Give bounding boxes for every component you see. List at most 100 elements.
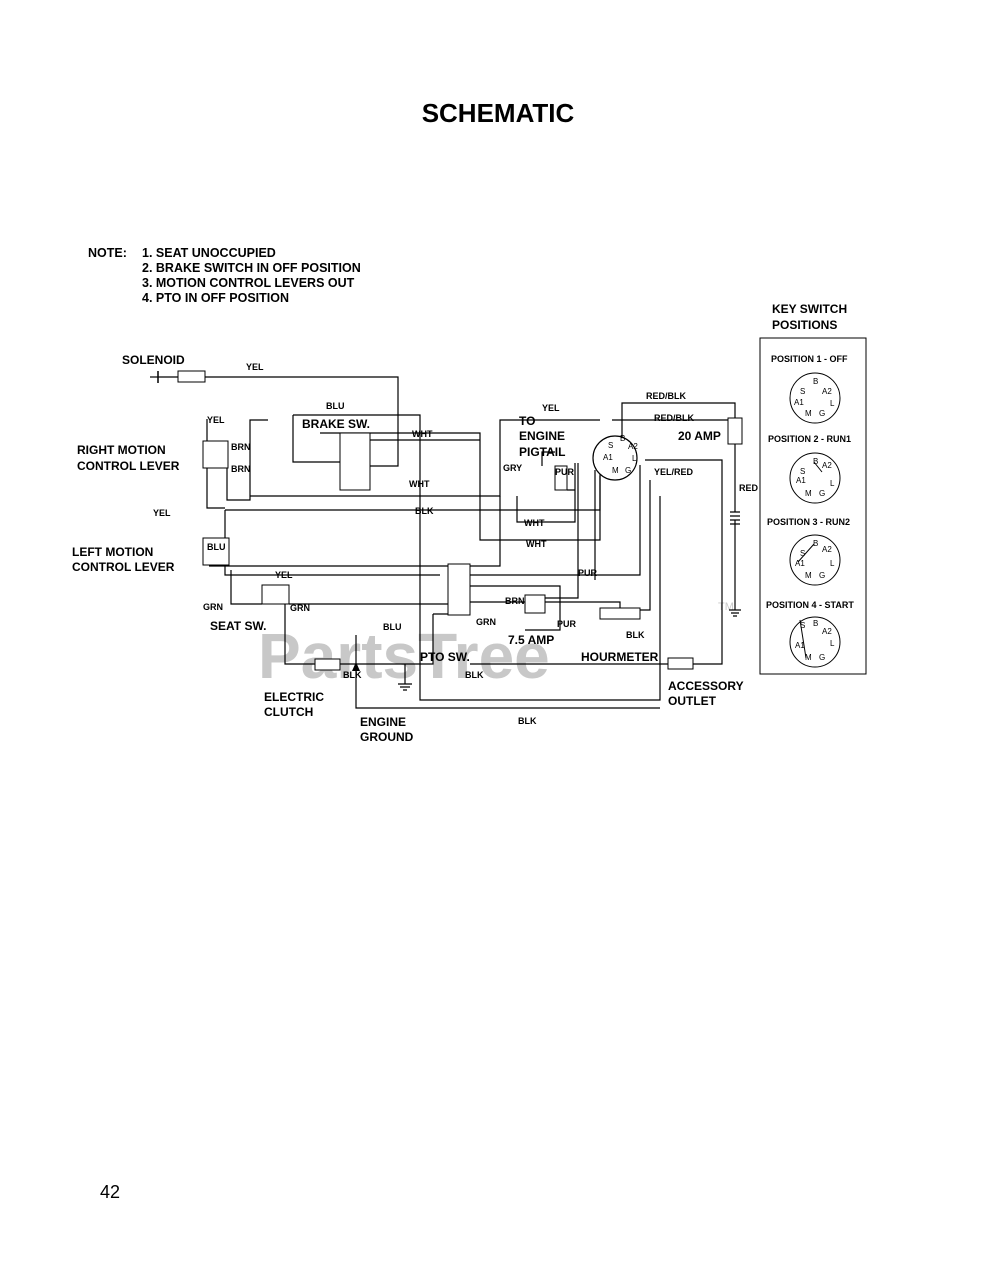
wire-label: YEL/RED (654, 467, 694, 477)
svg-text:S: S (800, 387, 805, 396)
svg-text:A2: A2 (822, 627, 832, 636)
pto-switch-label: PTO SW. (420, 650, 470, 664)
wire-label: PUR (557, 619, 577, 629)
wire-label: BLU (383, 622, 402, 632)
key-position-label: POSITION 4 - START (766, 600, 854, 610)
battery-symbol (730, 511, 740, 525)
right-lever-switch (202, 440, 229, 469)
fuse-7-5-symbol (524, 594, 546, 614)
key-switch-title: KEY SWITCH (772, 302, 847, 316)
note-item: 3. MOTION CONTROL LEVERS OUT (142, 276, 355, 290)
wire-label: PUR (555, 467, 575, 477)
svg-text:S: S (800, 467, 805, 476)
left-motion-label: LEFT MOTION (72, 545, 153, 559)
pigtail-label: ENGINE (519, 429, 565, 443)
svg-text:A2: A2 (822, 545, 832, 554)
seat-switch-symbol (261, 584, 290, 605)
wire-label: WHT (524, 518, 545, 528)
key-position-label: POSITION 2 - RUN1 (768, 434, 851, 444)
note-items: 1. SEAT UNOCCUPIED 2. BRAKE SWITCH IN OF… (142, 246, 361, 306)
wire-label: YEL (207, 415, 225, 425)
svg-text:S: S (800, 621, 805, 630)
wire-label: YEL (542, 403, 560, 413)
engine-ground-label: ENGINE (360, 715, 406, 729)
brake-switch-symbol (339, 432, 371, 491)
key-switch-panel: KEY SWITCH POSITIONS POSITION 1 - OFF SB… (759, 302, 867, 675)
ignition-terminal-label: A1 (603, 453, 613, 462)
wire-label: BLU (326, 401, 345, 411)
svg-text:G: G (819, 489, 825, 498)
wire-label: YEL (153, 508, 171, 518)
pto-switch-symbol (447, 563, 471, 616)
pigtail-label: PIGTAIL (519, 445, 565, 459)
wire-label: GRY (503, 463, 522, 473)
note-item: 1. SEAT UNOCCUPIED (142, 246, 276, 260)
fuse-7-5-label: 7.5 AMP (508, 633, 554, 647)
right-motion-label: CONTROL LEVER (77, 459, 180, 473)
svg-text:A1: A1 (794, 398, 804, 407)
ignition-terminal-label: A2 (628, 442, 638, 451)
svg-text:A1: A1 (795, 559, 805, 568)
svg-text:G: G (819, 653, 825, 662)
svg-text:A1: A1 (795, 641, 805, 650)
svg-text:B: B (813, 539, 818, 548)
hourmeter-label: HOURMETER (581, 650, 659, 664)
key-position-diagram (789, 452, 841, 504)
wire-label: BRN (231, 464, 251, 474)
wire-label: BLK (626, 630, 645, 640)
svg-text:L: L (830, 559, 835, 568)
electric-clutch-label: ELECTRIC (264, 690, 324, 704)
wire-label: RED/BLK (646, 391, 686, 401)
engine-ground-label: GROUND (360, 730, 414, 744)
solenoid-symbol (177, 370, 206, 383)
svg-text:B: B (813, 619, 818, 628)
svg-text:A2: A2 (822, 461, 832, 470)
pigtail-connector (554, 465, 568, 491)
wire-label: BLU (207, 542, 226, 552)
wire-label: BLK (343, 670, 362, 680)
diode-symbol (352, 662, 360, 671)
accessory-outlet-label: ACCESSORY (668, 679, 744, 693)
svg-text:B: B (813, 457, 818, 466)
hourmeter-symbol (599, 607, 641, 620)
fuse-20-symbol (727, 417, 743, 445)
svg-text:G: G (819, 409, 825, 418)
wire-label: BLK (465, 670, 484, 680)
note-label: NOTE: (88, 246, 127, 260)
wire-label: GRN (203, 602, 223, 612)
watermark: PartsTree (258, 620, 550, 692)
svg-text:S: S (800, 549, 805, 558)
svg-text:M: M (805, 571, 812, 580)
svg-text:M: M (805, 489, 812, 498)
svg-text:A1: A1 (796, 476, 806, 485)
wire-label: BRN (505, 596, 525, 606)
ignition-switch-symbol (592, 435, 638, 481)
solenoid-label: SOLENOID (122, 353, 185, 367)
accessory-outlet-symbol (667, 657, 694, 670)
right-motion-label: RIGHT MOTION (77, 443, 166, 457)
wire-label: PUR (578, 568, 598, 578)
left-lever-switch (202, 537, 230, 566)
svg-text:L: L (830, 399, 835, 408)
wire-labels: YEL BLU YEL BRN BRN WHT WHT BLK YEL BLU … (153, 362, 759, 726)
key-position-diagram (789, 372, 841, 424)
note-item: 4. PTO IN OFF POSITION (142, 291, 290, 305)
ignition-terminal-label: S (608, 441, 613, 450)
component-symbols (150, 370, 743, 691)
note-item: 2. BRAKE SWITCH IN OFF POSITION (142, 261, 361, 275)
wire-label: WHT (409, 479, 430, 489)
watermark-tm: TM (718, 601, 734, 613)
wires (160, 376, 736, 709)
ignition-terminal-label: L (632, 454, 637, 463)
wire-label: YEL (275, 570, 293, 580)
pigtail-label: TO (519, 414, 535, 428)
key-position-diagram (789, 534, 841, 586)
svg-text:M: M (805, 409, 812, 418)
wire-label: BLK (518, 716, 537, 726)
brake-switch-label: BRAKE SW. (302, 417, 370, 431)
svg-text:M: M (805, 653, 812, 662)
wire-label: RED/BLK (654, 413, 694, 423)
key-switch-title: POSITIONS (772, 318, 837, 332)
accessory-outlet-label: OUTLET (668, 694, 717, 708)
wire-label: RED (739, 483, 759, 493)
